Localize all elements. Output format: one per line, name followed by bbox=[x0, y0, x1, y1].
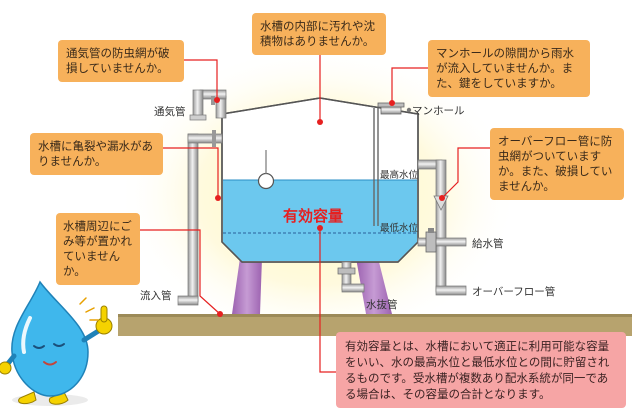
inflow-pipe bbox=[177, 130, 223, 306]
label-drain-pipe: 水抜管 bbox=[366, 299, 398, 311]
leader-dots bbox=[214, 97, 445, 317]
label-overflow-pipe: オーバーフロー管 bbox=[472, 286, 556, 298]
drain-pipe bbox=[337, 261, 365, 293]
label-effective-capacity: 有効容量 bbox=[283, 207, 344, 225]
callout-overflow: オーバーフロー管に防虫網がついていますか。また、破損していませんか。 bbox=[490, 128, 624, 200]
tank-leg-left bbox=[232, 258, 262, 314]
label-inflow-pipe: 流入管 bbox=[140, 290, 172, 302]
overflow-pipe bbox=[417, 159, 467, 296]
callout-manhole: マンホールの隙間から雨水が流入していませんか。また、鍵をしていますか。 bbox=[428, 40, 590, 97]
callout-vent-net: 通気管の防虫網が破損していませんか。 bbox=[58, 40, 184, 82]
ground bbox=[118, 314, 632, 336]
water-body bbox=[223, 180, 417, 261]
callout-tank-inside: 水槽の内部に汚れや沈積物はありませんか。 bbox=[252, 13, 386, 55]
callout-cracks: 水槽に亀裂や漏水がありませんか。 bbox=[30, 133, 163, 175]
leader-lines bbox=[138, 48, 490, 373]
label-min-level: 最低水位 bbox=[380, 223, 419, 234]
label-supply-pipe: 給水管 bbox=[472, 238, 504, 250]
label-manhole: マンホール bbox=[412, 105, 465, 117]
label-max-level: 最高水位 bbox=[380, 170, 419, 181]
float-valve-ball bbox=[257, 172, 275, 190]
water-drop-mascot bbox=[0, 280, 113, 406]
callout-surroundings: 水槽周辺にごみ等が置かれていませんか。 bbox=[56, 213, 140, 285]
tank-leg-right bbox=[356, 258, 392, 314]
callout-capacity-note: 有効容量とは、水槽において適正に利用可能な容量をいい、水の最高水位と最低水位との… bbox=[336, 332, 626, 408]
label-vent-pipe: 通気管 bbox=[154, 106, 186, 118]
supply-pipe bbox=[417, 228, 467, 253]
vent-pipe bbox=[189, 89, 227, 121]
